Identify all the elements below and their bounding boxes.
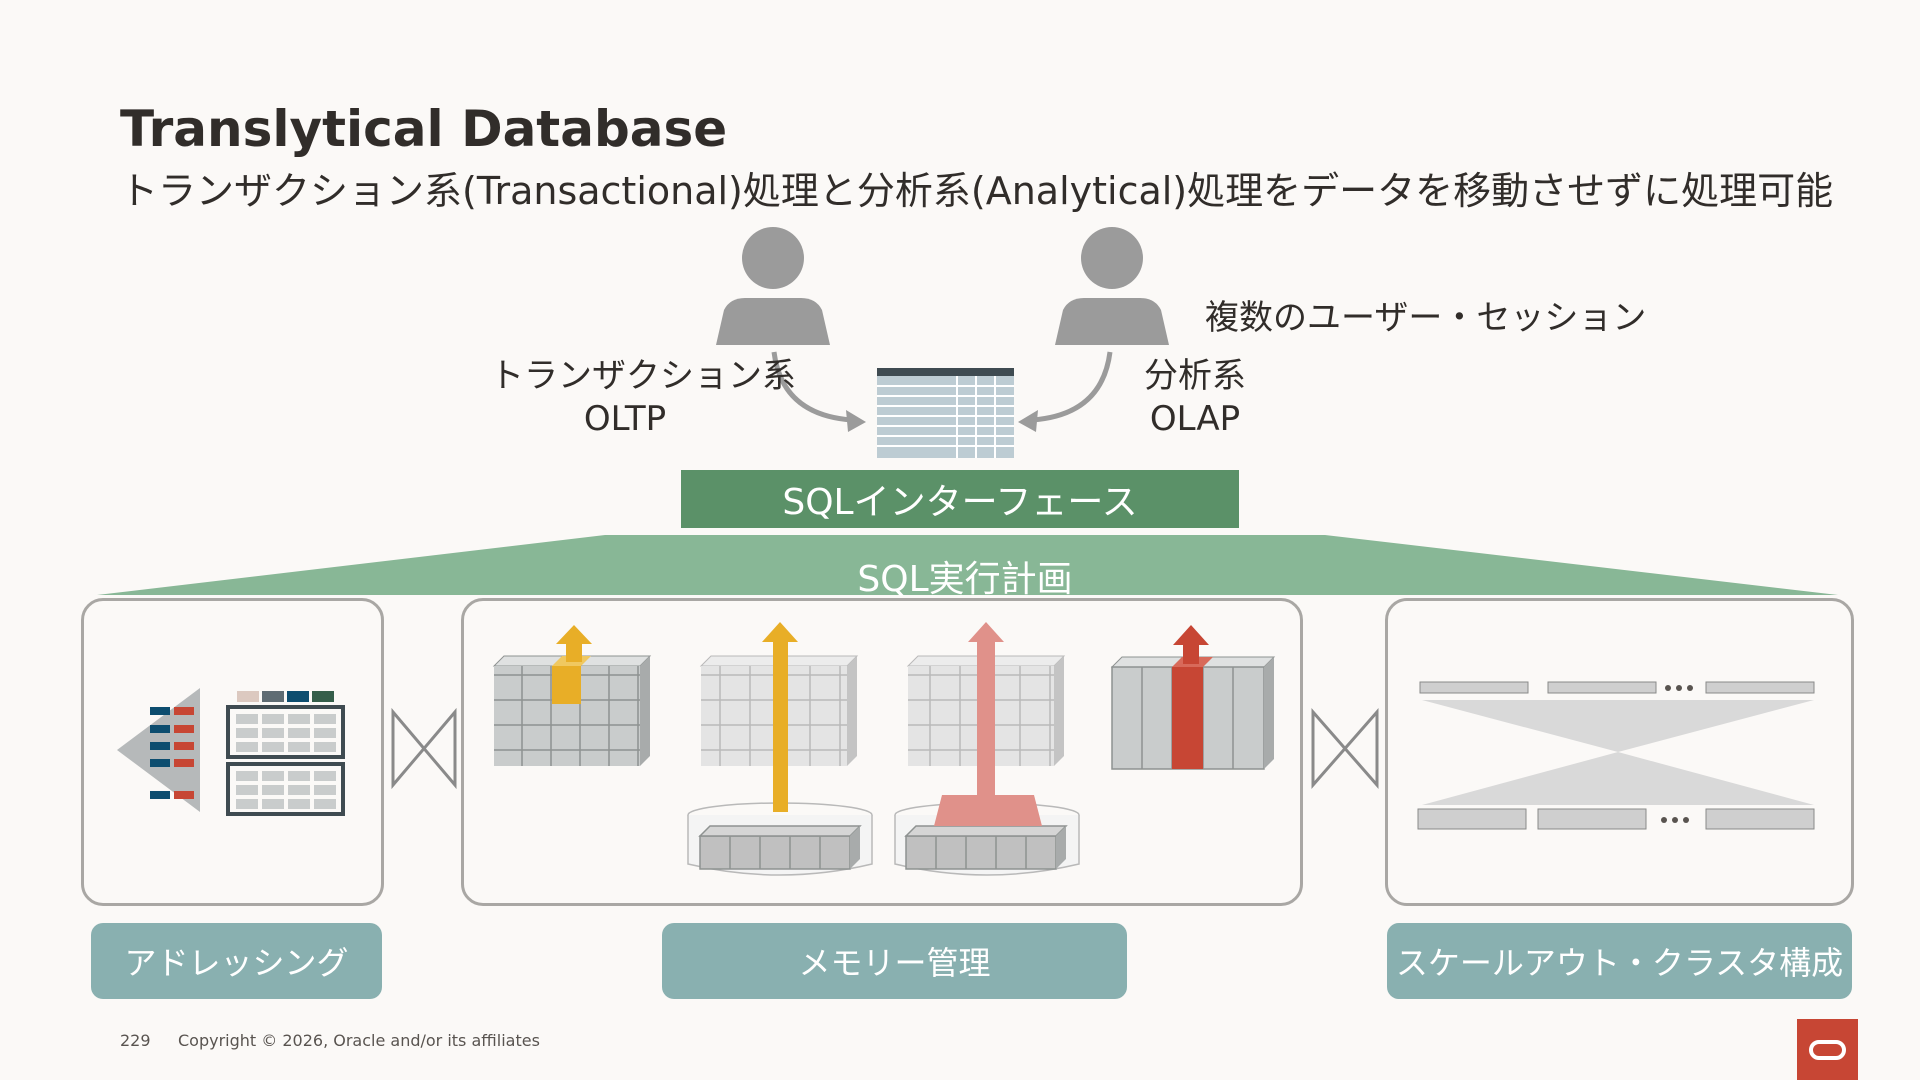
olap-arrow bbox=[1031, 351, 1113, 423]
addressing-illustration bbox=[117, 688, 345, 816]
server-rack-row-top bbox=[1419, 681, 1815, 694]
oracle-logo bbox=[1797, 1019, 1858, 1080]
caption-scaleout: スケールアウト・クラスタ構成 bbox=[1387, 923, 1852, 999]
memory-to-disk-block-yellow bbox=[687, 622, 873, 876]
sql-interface-bar: SQLインターフェース bbox=[681, 470, 1239, 528]
oltp-arrow-head bbox=[846, 410, 866, 432]
olap-label-line1: 分析系 bbox=[1144, 356, 1246, 396]
scaleout-panel bbox=[1385, 598, 1854, 906]
slide-subtitle: トランザクション系(Transactional)処理と分析系(Analytica… bbox=[120, 169, 1834, 213]
oltp-label-line1: トランザクション系 bbox=[490, 356, 796, 396]
server-rack-row-bottom bbox=[1417, 808, 1815, 830]
person-icon bbox=[1055, 227, 1169, 345]
olap-arrow-head bbox=[1018, 410, 1038, 432]
sql-plan-label: SQL実行計画 bbox=[857, 559, 1073, 600]
column-store-block bbox=[1110, 625, 1276, 770]
sessions-label: 複数のユーザー・セッション bbox=[1205, 298, 1647, 338]
oltp-label-line2: OLTP bbox=[583, 399, 667, 439]
row-store-block bbox=[492, 625, 652, 766]
sql-plan-band bbox=[97, 535, 1838, 595]
caption-memory: メモリー管理 bbox=[662, 923, 1127, 999]
oltp-label: トランザクション系 OLTP bbox=[490, 355, 796, 441]
person-icon bbox=[716, 227, 830, 345]
scaleout-illustration bbox=[1417, 681, 1815, 830]
connector-left bbox=[391, 707, 457, 790]
table-icon bbox=[877, 368, 1014, 458]
caption-addressing: アドレッシング bbox=[91, 923, 382, 999]
olap-label-line2: OLAP bbox=[1149, 399, 1241, 439]
copyright: Copyright © 2026, Oracle and/or its affi… bbox=[178, 1031, 540, 1050]
oltp-arrow bbox=[771, 351, 853, 423]
olap-label: 分析系 OLAP bbox=[1125, 355, 1265, 441]
memory-to-disk-block-pink bbox=[894, 622, 1080, 876]
connector-right bbox=[1311, 708, 1379, 789]
page-number: 229 bbox=[120, 1031, 151, 1050]
slide-title: Translytical Database bbox=[120, 100, 728, 158]
